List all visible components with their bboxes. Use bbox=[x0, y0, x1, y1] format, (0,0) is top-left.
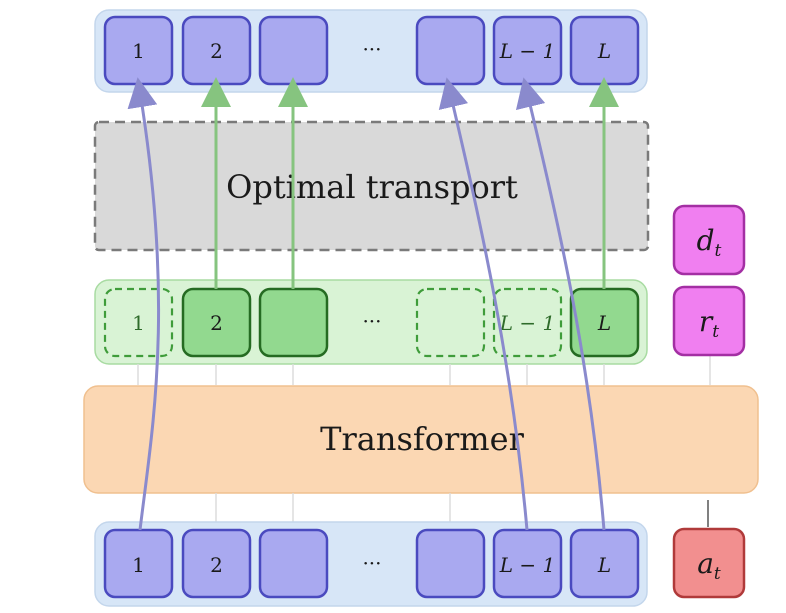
a-t-label: at bbox=[697, 547, 721, 584]
transformer-label: Transformer bbox=[320, 420, 524, 458]
bottom-slot-5 bbox=[492, 528, 563, 599]
d-t-label: dt bbox=[697, 224, 722, 261]
top-slot-3 bbox=[258, 15, 329, 86]
bottom-slot-1-label: 1 bbox=[132, 553, 145, 577]
purple-arrow-L-minus-1 bbox=[438, 77, 529, 531]
bottom-slot-3 bbox=[258, 528, 329, 599]
bottom-slot-6-label: L bbox=[597, 553, 611, 577]
bottom-slot-2 bbox=[181, 528, 252, 599]
middle-slot-1 bbox=[103, 287, 174, 358]
top-row-ellipsis: ··· bbox=[362, 37, 381, 61]
purple-arrows bbox=[127, 77, 606, 531]
middle-slot-6-label: L bbox=[597, 311, 611, 335]
top-row-slots: 1 2 L − 1 L ··· bbox=[103, 15, 640, 86]
a-t-box bbox=[672, 527, 746, 599]
purple-arrow-L bbox=[515, 77, 606, 531]
middle-row-slots: 1 2 L − 1 L ··· bbox=[103, 287, 640, 358]
transformer-output-connectors bbox=[137, 356, 711, 385]
d-t-box bbox=[672, 204, 746, 276]
middle-row-ellipsis: ··· bbox=[362, 309, 381, 333]
transformer-input-connectors bbox=[215, 493, 451, 522]
top-slot-5-label: L − 1 bbox=[499, 39, 555, 63]
top-slot-4 bbox=[415, 15, 486, 86]
middle-slot-2-label: 2 bbox=[210, 311, 223, 335]
bottom-row-ellipsis: ··· bbox=[362, 551, 381, 575]
middle-slot-5-label: L − 1 bbox=[499, 311, 555, 335]
bottom-row-slots: 1 2 L − 1 L ··· bbox=[103, 528, 640, 599]
middle-slot-3 bbox=[258, 287, 329, 358]
bottom-slot-4 bbox=[415, 528, 486, 599]
middle-slot-1-label: 1 bbox=[132, 311, 145, 335]
transformer-block bbox=[83, 385, 759, 494]
bottom-slot-5-label: L − 1 bbox=[499, 553, 555, 577]
top-slot-6-label: L bbox=[597, 39, 611, 63]
middle-slot-4 bbox=[415, 287, 486, 358]
top-slot-1-label: 1 bbox=[132, 39, 145, 63]
bottom-slot-2-label: 2 bbox=[210, 553, 223, 577]
middle-slot-5 bbox=[492, 287, 563, 358]
r-t-box bbox=[672, 285, 746, 357]
purple-arrow-1 bbox=[127, 77, 161, 531]
bottom-slot-1 bbox=[103, 528, 174, 599]
top-slot-2-label: 2 bbox=[210, 39, 223, 63]
optimal-transport-block bbox=[93, 120, 650, 252]
bottom-slot-6 bbox=[569, 528, 640, 599]
r-t-label: rt bbox=[699, 305, 719, 342]
green-arrows bbox=[201, 77, 619, 289]
